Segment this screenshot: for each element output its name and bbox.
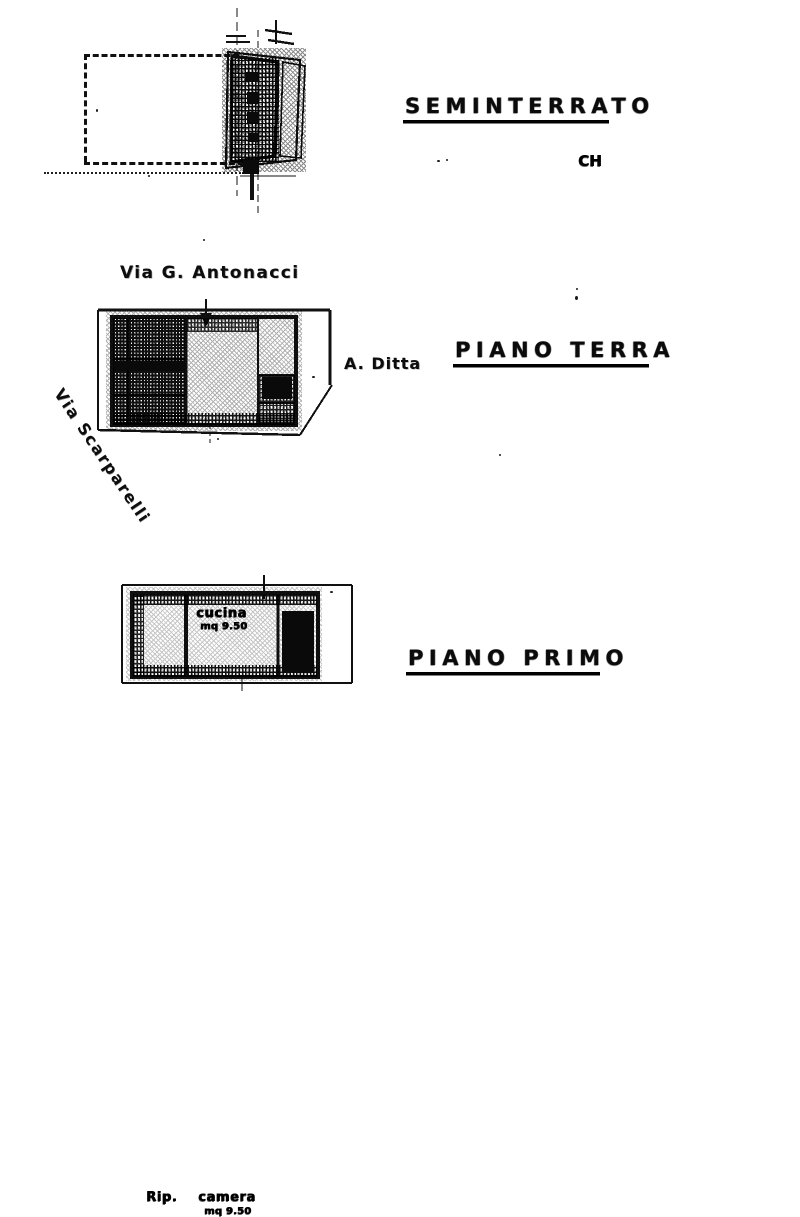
room-area-camera-text: mq 9.50 [204, 1206, 252, 1217]
plan-seminterrato [0, 0, 400, 241]
room-area-camera: mq 9.50 [204, 1206, 251, 1217]
scan-dot [437, 160, 440, 162]
plan-piano-terra: cucina mq 9.50 [0, 255, 400, 632]
plan-note-seminterrato: CH [578, 152, 602, 170]
room-label-camera-text: camera [198, 1190, 256, 1205]
room-label-rip: Rip. [146, 1190, 177, 1205]
street-label-antonacci: Via G. Antonacci [120, 263, 299, 283]
plan-label-piano-terra: PIANO TERRA [453, 338, 675, 367]
scan-dot [576, 288, 578, 290]
plan-label-piano-primo: PIANO PRIMO [406, 646, 629, 675]
wall-hatch-first-floor-left [133, 594, 144, 677]
boundary-dashed-left [84, 54, 87, 162]
room-area-cucina: mq 9.50 [200, 621, 247, 632]
block-mark-4 [248, 133, 258, 142]
room-label-cucina-text: cucina [196, 606, 247, 621]
scan-speckle-top-plan [222, 48, 306, 172]
scan-dot [446, 159, 448, 161]
seminterrato-outline [224, 8, 306, 214]
block-mark-5 [243, 160, 259, 174]
plan-piano-primo: Rip. camera mq 9.50 [0, 565, 400, 1217]
label-underline [406, 672, 600, 675]
block-mark-1 [246, 72, 258, 81]
scan-dot [575, 296, 578, 300]
label-underline [453, 364, 649, 367]
scan-dot [499, 454, 501, 456]
plan-label-piano-terra-text: PIANO TERRA [455, 338, 675, 362]
block-mark-2 [247, 92, 258, 104]
boundary-dashed-top [84, 54, 239, 57]
wall-hatch-first-floor-bottom [133, 665, 317, 677]
wall-hatch-bottom-band [113, 413, 295, 425]
wall-hatch-first-floor-top [133, 594, 317, 605]
room-label-cucina: cucina [196, 606, 247, 621]
ground-line-dotted [44, 172, 244, 174]
scan-dot [330, 591, 333, 593]
plan-label-seminterrato-text: SEMINTERRATO [405, 94, 655, 118]
owner-label-ditta: A. Ditta [344, 354, 421, 373]
room-label-rip-text: Rip. [146, 1190, 178, 1205]
left-room-dark-fill [114, 361, 184, 371]
block-mark-3 [247, 112, 259, 123]
scanned-document-page: SEMINTERRATO CH [0, 0, 675, 1217]
room-area-cucina-text: mq 9.50 [200, 621, 248, 632]
wall-hatch-left-rooms [113, 318, 185, 424]
label-underline [403, 120, 609, 123]
street-label-antonacci-text: Via G. Antonacci [120, 263, 300, 283]
scan-speckle-mid-plan [106, 311, 302, 431]
scan-dot [312, 376, 315, 378]
scan-dot [217, 438, 219, 440]
stair-block-first-floor [282, 611, 314, 673]
scan-dot [148, 175, 150, 177]
scan-dot [203, 239, 205, 241]
plan-note-seminterrato-text: CH [578, 152, 602, 170]
stair-block-ground [262, 377, 292, 399]
owner-label-ditta-text: A. Ditta [344, 354, 422, 373]
room-label-camera: camera [198, 1190, 256, 1205]
plan-label-piano-primo-text: PIANO PRIMO [408, 646, 629, 670]
wall-hatch-center [187, 318, 257, 332]
plan-label-seminterrato: SEMINTERRATO [403, 94, 655, 123]
scan-dot [96, 109, 98, 112]
piano-primo-outline [121, 575, 353, 691]
boundary-dashed-bottom [84, 162, 244, 165]
